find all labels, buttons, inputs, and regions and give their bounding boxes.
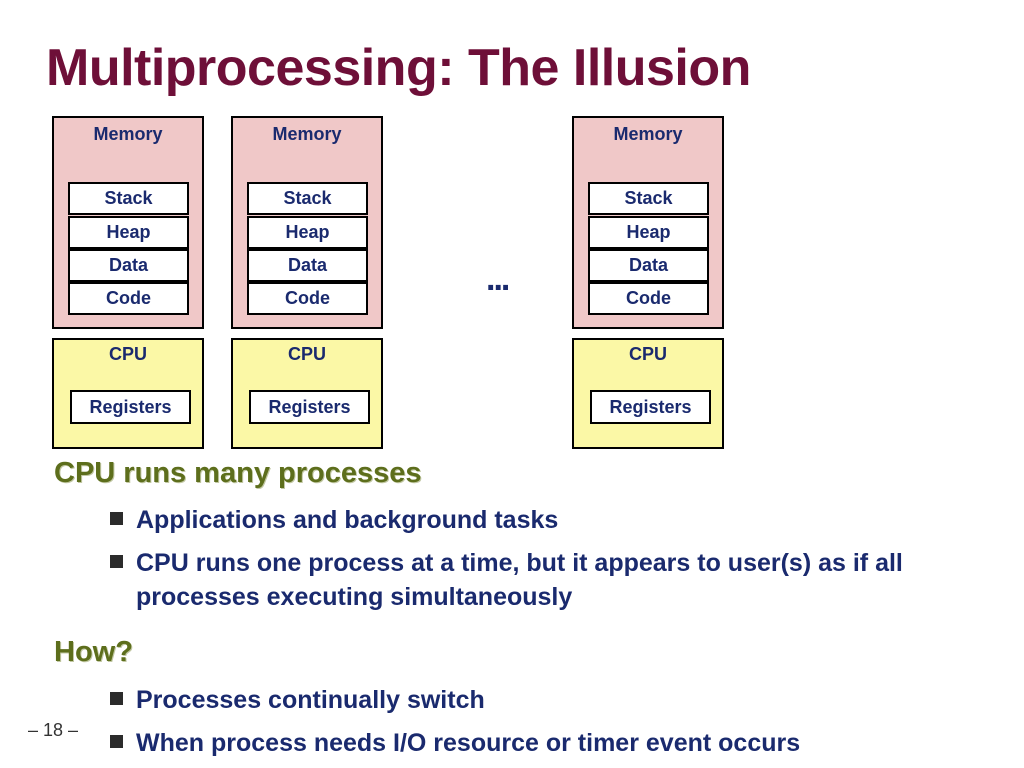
page-number: – 18 –: [28, 720, 79, 740]
stack-segment: Stack: [247, 182, 368, 215]
memory-box: Memory Stack Heap Data Code: [52, 116, 204, 329]
bullet-text: CPU runs one process at a time, but it a…: [136, 549, 903, 611]
square-bullet-icon: [110, 512, 123, 525]
heap-segment: Heap: [247, 216, 368, 249]
memory-label: Memory: [93, 124, 163, 144]
cpu-box: CPU Registers: [231, 338, 383, 449]
slide-title: Multiprocessing: The Illusion: [46, 39, 751, 97]
bullet-item: Applications and background tasks: [110, 503, 930, 537]
stack-segment: Stack: [68, 182, 189, 215]
registers-box: Registers: [70, 390, 191, 424]
code-segment: Code: [588, 282, 709, 315]
stack-segment: Stack: [588, 182, 709, 215]
bullet-text: Processes continually switch: [136, 686, 485, 714]
section-heading-how: How?: [54, 636, 133, 668]
cpu-box: CPU Registers: [572, 338, 724, 449]
heap-segment: Heap: [68, 216, 189, 249]
memory-box: Memory Stack Heap Data Code: [572, 116, 724, 329]
data-segment: Data: [588, 249, 709, 282]
registers-box: Registers: [590, 390, 711, 424]
bullet-text: Applications and background tasks: [136, 506, 559, 534]
memory-label: Memory: [272, 124, 342, 144]
square-bullet-icon: [110, 692, 123, 705]
data-segment: Data: [68, 249, 189, 282]
section-heading-cpu-runs: CPU runs many processes: [54, 457, 422, 489]
square-bullet-icon: [110, 735, 123, 748]
memory-label: Memory: [613, 124, 683, 144]
bullet-item: When process needs I/O resource or timer…: [110, 726, 930, 760]
code-segment: Code: [247, 282, 368, 315]
cpu-label: CPU: [287, 344, 326, 364]
memory-box: Memory Stack Heap Data Code: [231, 116, 383, 329]
cpu-label: CPU: [628, 344, 667, 364]
more-processes-ellipsis: ...: [486, 260, 510, 298]
square-bullet-icon: [110, 555, 123, 568]
heap-segment: Heap: [588, 216, 709, 249]
data-segment: Data: [247, 249, 368, 282]
code-segment: Code: [68, 282, 189, 315]
registers-box: Registers: [249, 390, 370, 424]
bullet-item: CPU runs one process at a time, but it a…: [110, 546, 930, 614]
bullet-item: Processes continually switch: [110, 683, 930, 717]
cpu-label: CPU: [108, 344, 147, 364]
bullet-text: When process needs I/O resource or timer…: [136, 729, 801, 757]
cpu-box: CPU Registers: [52, 338, 204, 449]
